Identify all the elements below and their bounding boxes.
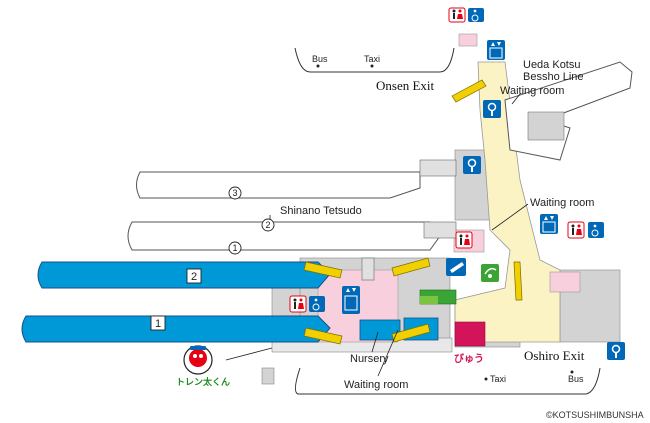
jr-platform-1: [21, 315, 331, 343]
elevator-icon: [487, 40, 505, 60]
taxi-south-dot: [484, 377, 488, 381]
toilet-icon: [455, 231, 473, 249]
road-north: [294, 47, 455, 73]
stairs-shinano-top: [419, 159, 457, 177]
stairs-jr2-west: [303, 261, 343, 279]
stairs-jr2-east: [391, 257, 431, 277]
leader-mascot: [225, 347, 273, 361]
shinano-platform-3: [136, 171, 421, 199]
mascot-label: トレン太くん: [176, 376, 230, 387]
platform-number-3-label: 3: [232, 188, 237, 198]
road-south: [294, 367, 601, 395]
mascot-icon: [183, 345, 213, 375]
shop-green-light: [420, 296, 438, 304]
elevator-icon: [540, 214, 558, 234]
facility-pink-top: [458, 33, 478, 47]
shinano-platform-2-1: [127, 221, 441, 251]
taxi-north-label: Taxi: [364, 54, 380, 64]
oshiro-exit-label: Oshiro Exit: [524, 348, 585, 363]
platform-number-1: 1: [150, 315, 166, 331]
bus-south-dot: [570, 370, 574, 374]
coin-locker-icon: [463, 156, 481, 174]
platform-number-2-label: 2: [191, 271, 197, 283]
copyright-label: ©KOTSUSHIMBUNSHA: [546, 410, 644, 420]
viewplaza-brand: びゅう: [454, 352, 484, 365]
platform-number-2: 2: [186, 268, 202, 284]
viewplaza-store: [454, 321, 486, 347]
jr-platform-2: [37, 261, 331, 289]
stairs-oshiro: [513, 261, 523, 301]
stairs-shinano-mid: [423, 221, 457, 239]
elevator-icon: [342, 286, 360, 314]
ueda-kotsu-label-1: Ueda Kotsu: [523, 59, 580, 71]
shinano-tetsudo-label: Shinano Tetsudo: [280, 205, 362, 217]
toilet-icon: [567, 221, 585, 239]
midori-window-icon: [481, 264, 499, 282]
accessible-toilet-icon: [309, 296, 325, 312]
stairs-jr1-west: [303, 327, 343, 345]
coin-locker-icon: [483, 100, 501, 118]
platform-number-1-label: 1: [155, 318, 161, 330]
toilet-icon: [448, 7, 466, 23]
waiting-room-label-top: Waiting room: [500, 85, 564, 97]
stairs-group: [303, 79, 523, 345]
shinano-number-2: 2: [261, 218, 275, 232]
waiting-room-label-mid: Waiting room: [530, 197, 594, 209]
nursery-label: Nursery: [350, 353, 389, 365]
shinano-number-1-label: 1: [232, 243, 237, 253]
toilet-icon: [289, 295, 307, 313]
leader-waiting-mid: [491, 203, 529, 231]
stairs-grey-group: [361, 159, 457, 281]
ueda-kotsu-building: [527, 111, 565, 141]
concourse-main: [454, 61, 561, 343]
bus-north-dot: [316, 64, 320, 68]
leader-waiting-bottom: [377, 329, 399, 377]
platform-blue-nursery: [359, 319, 401, 341]
leader-waiting-top: [511, 93, 521, 105]
ueda-kotsu-label-2: Bessho Line: [523, 71, 584, 83]
facility-pink-east: [549, 271, 581, 293]
taxi-north-dot: [370, 64, 374, 68]
accessible-toilet-icon: [588, 222, 604, 238]
ticket-gate-icon: [446, 258, 466, 276]
bus-north-label: Bus: [312, 54, 328, 64]
onsen-exit-label: Onsen Exit: [376, 78, 435, 93]
platform-number-3: 3: [228, 186, 242, 200]
shinano-number-1: 1: [228, 241, 242, 255]
stairs-center: [361, 257, 375, 281]
shinano-number-2-label: 2: [265, 220, 270, 230]
bus-south-label: Bus: [568, 374, 584, 384]
leader-lines: [225, 93, 529, 377]
stairs-onsen: [451, 79, 487, 103]
waiting-room-label-bottom: Waiting room: [344, 379, 408, 391]
taxi-south-label: Taxi: [490, 374, 506, 384]
building-small-grey: [261, 367, 275, 385]
coin-locker-icon: [607, 342, 625, 360]
accessible-toilet-icon: [468, 8, 484, 22]
stairs-jr1-east: [391, 323, 431, 343]
leader-nursery: [371, 331, 379, 353]
